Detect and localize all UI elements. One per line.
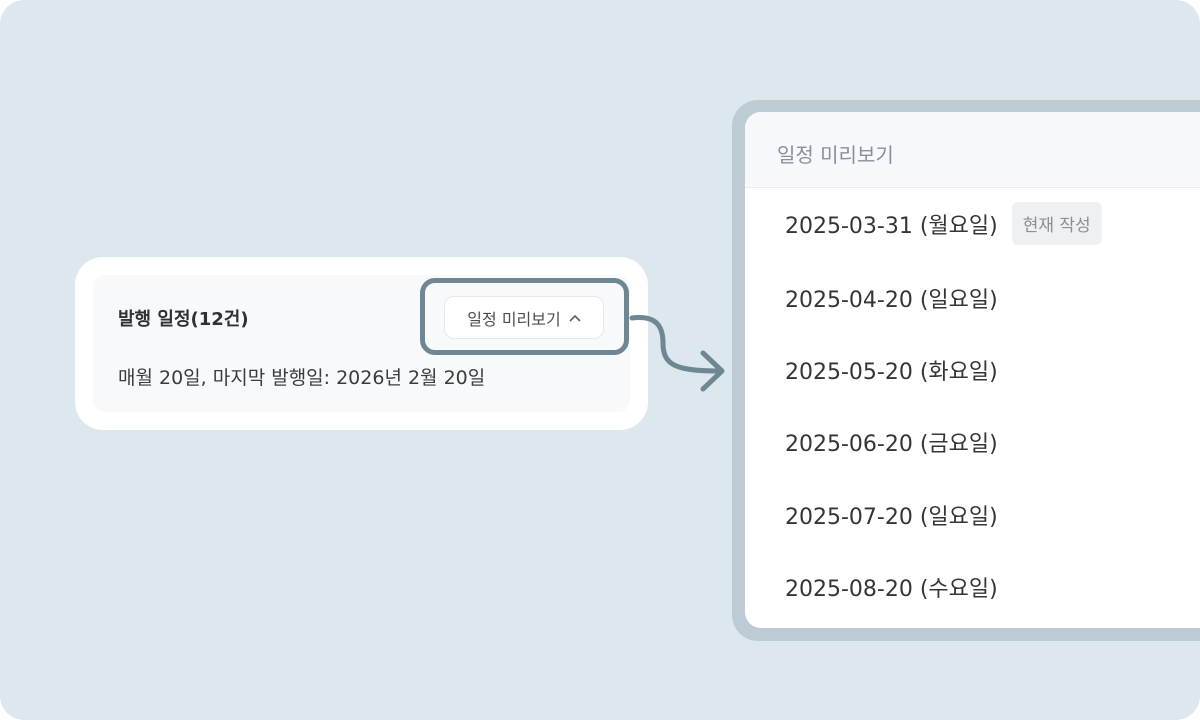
schedule-summary-card: 발행 일정(12건) 매월 20일, 마지막 발행일: 2026년 2월 20일… bbox=[75, 257, 648, 430]
schedule-date: 2025-08-20 (수요일) bbox=[785, 577, 998, 602]
preview-header: 일정 미리보기 bbox=[745, 112, 1200, 188]
schedule-date: 2025-04-20 (일요일) bbox=[785, 288, 998, 313]
schedule-summary-panel: 발행 일정(12건) 매월 20일, 마지막 발행일: 2026년 2월 20일… bbox=[93, 275, 630, 412]
schedule-date: 2025-03-31 (월요일) bbox=[785, 213, 998, 239]
list-item: 2025-03-31 (월요일) 현재 작성 bbox=[785, 202, 1102, 245]
schedule-title: 발행 일정(12건) bbox=[118, 309, 249, 330]
schedule-date: 2025-06-20 (금요일) bbox=[785, 432, 998, 457]
current-badge: 현재 작성 bbox=[1011, 202, 1102, 245]
chevron-up-icon bbox=[569, 314, 581, 322]
schedule-preview-label: 일정 미리보기 bbox=[467, 309, 561, 329]
highlight-outline bbox=[420, 278, 629, 355]
schedule-date: 2025-05-20 (화요일) bbox=[785, 360, 998, 385]
arrow-icon bbox=[629, 314, 725, 392]
list-item: 2025-07-20 (일요일) bbox=[785, 499, 998, 531]
schedule-description: 매월 20일, 마지막 발행일: 2026년 2월 20일 bbox=[118, 367, 486, 389]
list-item: 2025-05-20 (화요일) bbox=[785, 354, 998, 386]
schedule-preview-button[interactable]: 일정 미리보기 bbox=[444, 296, 604, 339]
schedule-date: 2025-07-20 (일요일) bbox=[785, 505, 998, 530]
list-item: 2025-08-20 (수요일) bbox=[785, 571, 998, 603]
schedule-preview-frame: 일정 미리보기 2025-03-31 (월요일) 현재 작성 2025-04-2… bbox=[732, 100, 1200, 641]
list-item: 2025-04-20 (일요일) bbox=[785, 282, 998, 314]
schedule-preview-list: 일정 미리보기 2025-03-31 (월요일) 현재 작성 2025-04-2… bbox=[745, 112, 1200, 628]
list-item: 2025-06-20 (금요일) bbox=[785, 426, 998, 458]
